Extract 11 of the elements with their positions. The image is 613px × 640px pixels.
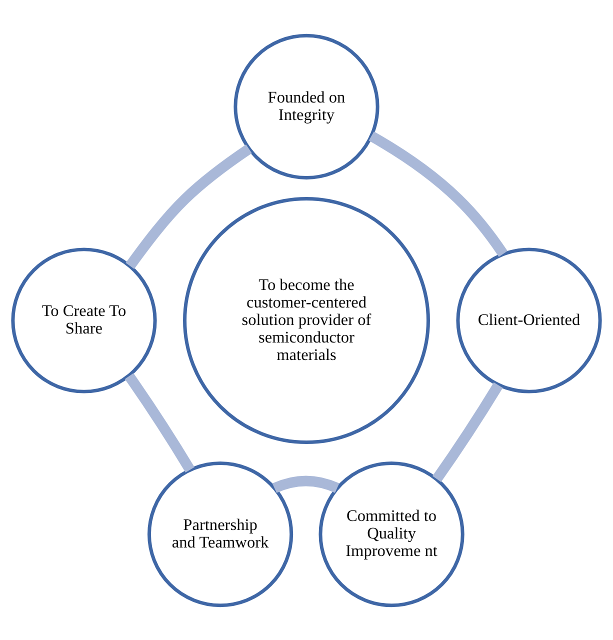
node-circle: Committed to Quality Improveme nt (318, 460, 464, 607)
node-circle: Founded on Integrity (234, 33, 380, 180)
node-circle: Client-Oriented (456, 247, 602, 393)
node-circle: Partnership and Teamwork (147, 460, 294, 607)
connector (432, 382, 503, 482)
connector (124, 372, 194, 472)
connector (272, 475, 340, 492)
node-circle: To become the customer-centered solution provider of semiconductor materials (183, 196, 430, 444)
connector (126, 144, 252, 268)
connector (368, 131, 508, 256)
node-circle: To Create To Share (11, 247, 157, 393)
